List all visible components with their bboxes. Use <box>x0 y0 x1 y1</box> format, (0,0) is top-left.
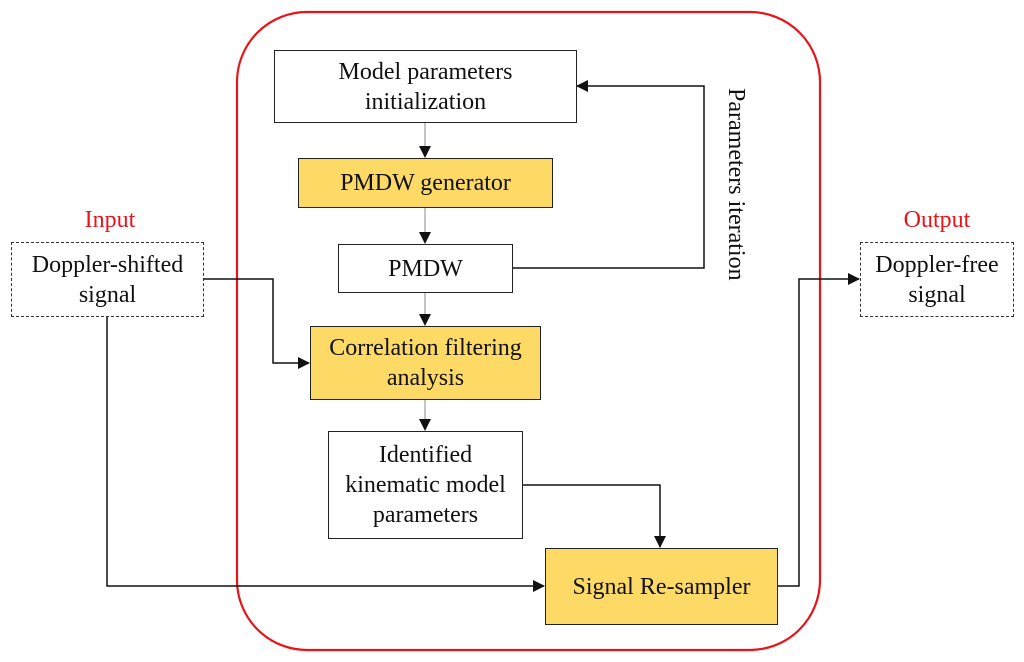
edge-parameters-iteration <box>512 80 705 269</box>
system-frame <box>235 10 822 652</box>
pmdw-box: PMDW <box>338 244 513 293</box>
input-signal-box: Doppler-shifted signal <box>11 242 204 317</box>
pmdw-generator-box: PMDW generator <box>298 158 553 208</box>
model-init-box: Model parameters initialization <box>274 50 577 123</box>
edge-resampler-to-output <box>777 273 860 587</box>
edge-input-to-resampler <box>106 316 545 592</box>
identified-params-box: Identified kinematic model parameters <box>328 431 523 539</box>
output-label: Output <box>903 207 971 233</box>
output-signal-box: Doppler-free signal <box>860 242 1014 317</box>
parameters-iteration-label: Parameters iteration <box>723 88 749 281</box>
edge-input-to-correlation <box>203 278 310 369</box>
edge-identified-to-resampler <box>522 484 666 548</box>
correlation-box: Correlation filtering analysis <box>310 326 541 400</box>
resampler-box: Signal Re-sampler <box>545 548 778 625</box>
input-label: Input <box>84 207 136 233</box>
